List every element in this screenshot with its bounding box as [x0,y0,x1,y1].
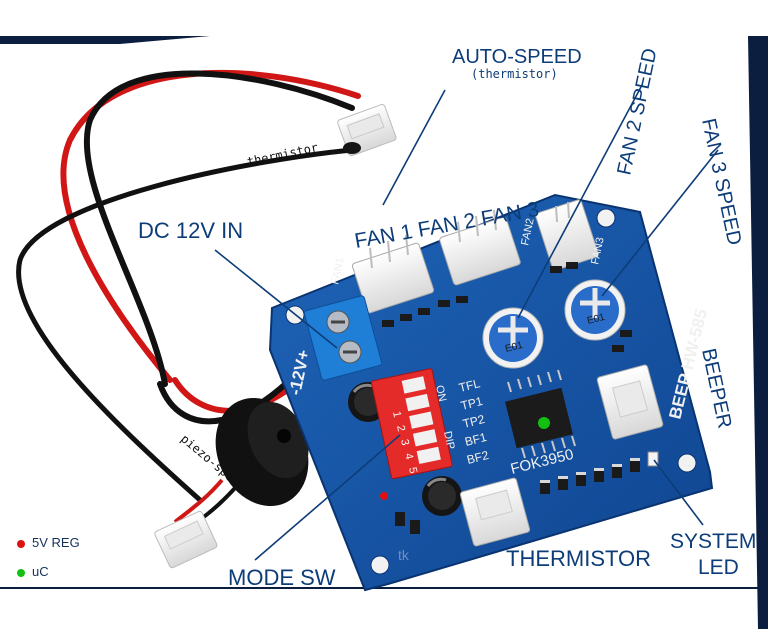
frame-corner-left [0,36,210,44]
label-system-led-2: LED [698,556,739,579]
silk-fan2: FAN2 [519,217,536,246]
uc-indicator-dot [538,417,550,429]
line-auto-speed [382,89,446,206]
label-mode-sw: MODE SW [228,565,336,590]
line-fan3-speed [601,149,719,297]
thermistor-bead [343,142,361,154]
dip-label: TP1 [459,394,484,413]
mount-hole [596,208,616,228]
dip-number: 4 [402,452,415,460]
label-dc-in: DC 12V IN [138,218,243,243]
thermistor-probe-wire [16,147,355,503]
dip-switch [370,368,453,480]
legend-label-uc: uC [32,564,49,579]
legend-dot-5v-reg [17,540,25,548]
fan2-speed-potentiometer [482,307,544,369]
dip-label: TFL [457,376,481,395]
capacitor-bottom [422,476,462,516]
beeper-connector [596,364,664,440]
thermistor-black-wire [83,70,355,387]
label-thermistor-connector: THERMISTOR [506,546,651,571]
fan1-header [351,234,435,314]
dip-label: BF2 [465,448,490,467]
silk-dip: DIP [441,430,457,450]
legend-label-5v-reg: 5V REG [32,535,80,550]
fan2-header [439,209,521,286]
mount-hole [677,453,697,473]
silk-pot-label-3: E01 [586,312,606,327]
smd-pads [540,458,640,483]
callout-lines [214,84,719,561]
dip-number: 3 [398,438,411,446]
line-mode-sw [254,434,401,561]
line-dc-in [214,249,338,349]
silk-dip-labels: TFL TP1 TP2 BF1 BF2 [457,376,490,467]
dip-label: TP2 [461,412,486,431]
dip-number: 2 [394,424,407,432]
5v-reg-indicator-dot [380,492,388,500]
dip-number: 1 [390,410,403,418]
silk-dip-on: ON [433,384,448,403]
label-auto-speed: AUTO-SPEED [452,46,582,68]
mount-hole [370,555,390,575]
silk-fan3: FAN3 [589,236,606,265]
dip-label: BF1 [463,430,488,449]
dip-number: 5 [406,466,419,474]
silk-fan1: FAN1 [329,256,346,285]
dc-terminal-block [303,295,383,381]
microcontroller-chip [505,369,576,459]
silk-dip-numbers: 1 2 3 4 5 [390,410,419,474]
silk-pot-label-2: E01 [504,340,524,355]
label-system-led-1: SYSTEM [670,530,756,553]
fan3-header [535,199,599,271]
frame-right-edge [748,36,768,629]
thermistor-red-wire [60,69,361,383]
smd-components [382,262,640,534]
thermistor-board-connector [459,477,531,547]
label-auto-speed-sub: (thermistor) [471,67,558,81]
line-system-led [653,459,704,526]
system-led-part [647,451,659,467]
line-fan2-speed [517,84,643,319]
pcb-board: -12V+ FAN1 FAN2 FAN3 BEEP HW-585 FOK3950… [268,193,714,592]
legend-dot-uc [17,569,25,577]
watermark: tk [398,547,410,563]
fan3-speed-potentiometer [564,279,626,341]
piezo-speaker-part [154,397,309,569]
